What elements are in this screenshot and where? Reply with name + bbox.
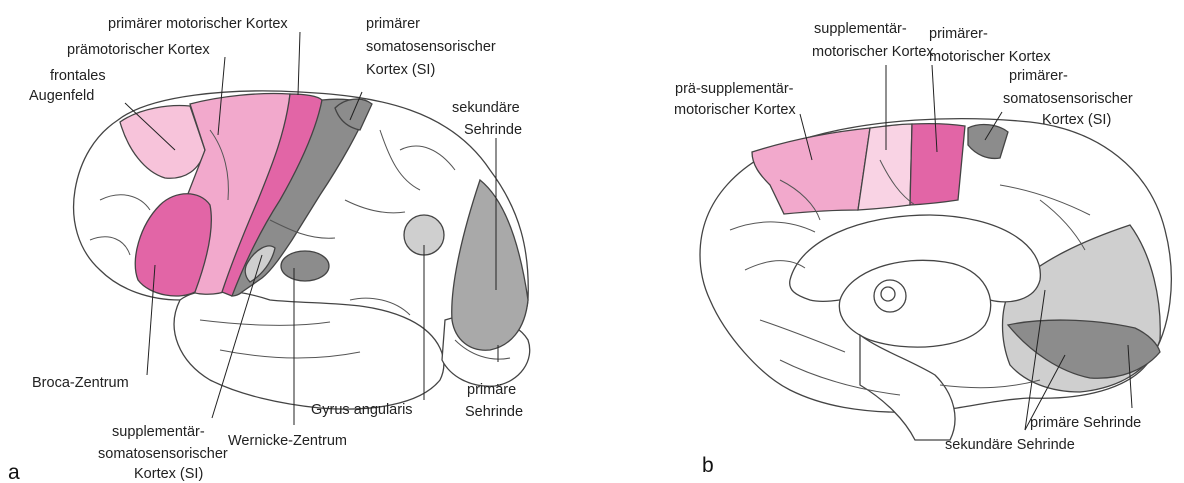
panel-b-letter: b [702, 454, 714, 477]
label-primary-somatosensory-b-line3: Kortex (SI) [1042, 112, 1111, 128]
label-pre-supplementary-motor-line1: prä-supplementär- [675, 81, 794, 97]
label-primary-motor-b-line1: primärer- [929, 26, 988, 42]
label-secondary-visual-line2: Sehrinde [464, 122, 522, 138]
label-primary-visual-line2: Sehrinde [465, 404, 523, 420]
label-frontal-eye-field-line2: Augenfeld [29, 88, 94, 104]
label-primary-somatosensory-line1: primärer [366, 16, 420, 32]
label-primary-somatosensory-b-line1: primärer- [1009, 68, 1068, 84]
label-primary-motor-cortex: primärer motorischer Kortex [108, 16, 288, 32]
label-primary-somatosensory-line3: Kortex (SI) [366, 62, 435, 78]
label-premotor-cortex: prämotorischer Kortex [67, 42, 210, 58]
panel-a-letter: a [8, 461, 20, 483]
label-pre-supplementary-motor-line2: motorischer Kortex [674, 102, 796, 118]
label-primary-somatosensory-line2: somatosensorischer [366, 39, 496, 55]
label-supplementary-somatosensory-line2: somatosensorischer [98, 446, 228, 462]
label-wernicke-area: Wernicke-Zentrum [228, 433, 347, 449]
label-secondary-visual-b: sekundäre Sehrinde [945, 437, 1075, 453]
label-primary-visual-line1: primäre [467, 382, 516, 398]
label-primary-motor-b-line2: motorischer Kortex [929, 49, 1051, 65]
label-supplementary-somatosensory-line1: supplementär- [112, 424, 205, 440]
label-supplementary-somatosensory-line3: Kortex (SI) [134, 466, 203, 482]
label-frontal-eye-field-line1: frontales [50, 68, 106, 84]
label-primary-somatosensory-b-line2: somatosensorischer [1003, 91, 1133, 107]
interthalamic-adhesion-inner [881, 287, 895, 301]
brain-medial-view [700, 119, 1171, 440]
label-angular-gyrus: Gyrus angularis [311, 402, 413, 418]
label-primary-visual-b: primäre Sehrinde [1030, 415, 1141, 431]
brain-lateral-view [74, 91, 530, 409]
label-broca-area: Broca-Zentrum [32, 375, 129, 391]
label-supplementary-motor-line2: motorischer Kortex [812, 44, 934, 60]
primary-motor-medial-region [910, 124, 965, 205]
wernicke-area-region [281, 251, 329, 281]
label-secondary-visual-line1: sekundäre [452, 100, 520, 116]
label-supplementary-motor-line1: supplementär- [814, 21, 907, 37]
